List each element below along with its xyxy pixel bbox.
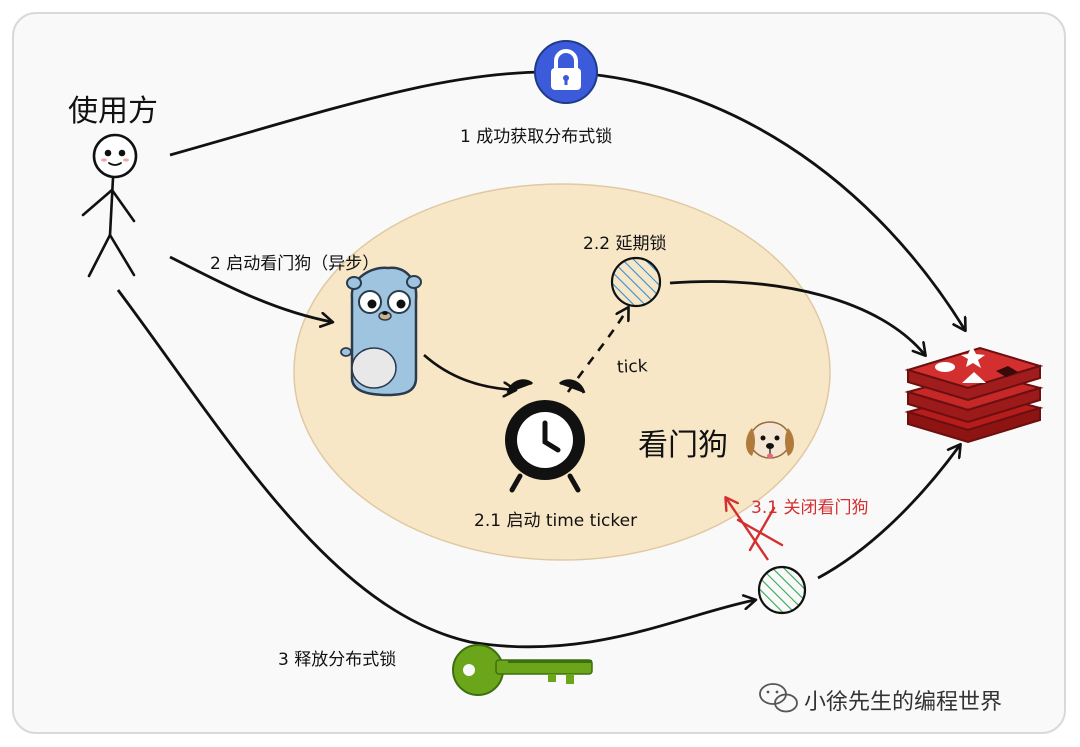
user-label: 使用方 [68, 94, 158, 129]
arrow-release-lock [116, 289, 755, 649]
step2-1-label: 2.1 启动 time ticker [474, 511, 638, 531]
step2-label: 2 启动看门狗（异步） [210, 254, 380, 274]
step2-2-label: 2.2 延期锁 [583, 234, 667, 254]
padlock-icon [534, 40, 598, 104]
release-lock-node [757, 565, 807, 615]
arrow-tick [566, 308, 628, 393]
step3-label: 3 释放分布式锁 [278, 650, 397, 670]
watchdog-label: 看门狗 [638, 428, 728, 463]
redis-stack-icon [904, 346, 1044, 444]
wechat-icon [759, 683, 798, 713]
arrow-release-to-redis [817, 445, 960, 580]
renew-lock-node [610, 256, 662, 308]
arrow-renew-lock [669, 280, 925, 355]
watermark-text: 小徐先生的编程世界 [804, 690, 1003, 715]
step3-1-label: 3.1 关闭看门狗 [751, 498, 869, 518]
alarm-clock-icon [505, 379, 586, 493]
watchdog-area [293, 183, 831, 561]
arrow-start-watchdog [169, 255, 332, 322]
stick-figure-icon [81, 133, 138, 278]
key-icon [452, 644, 593, 696]
arrow-start-ticker [423, 354, 515, 390]
close-cross-icon [736, 506, 784, 552]
tick-label: tick [616, 356, 649, 378]
step1-label: 1 成功获取分布式锁 [460, 127, 613, 147]
arrow-close-watchdog [726, 498, 769, 561]
gopher-icon [340, 266, 422, 397]
dog-emoji-icon [746, 421, 794, 459]
